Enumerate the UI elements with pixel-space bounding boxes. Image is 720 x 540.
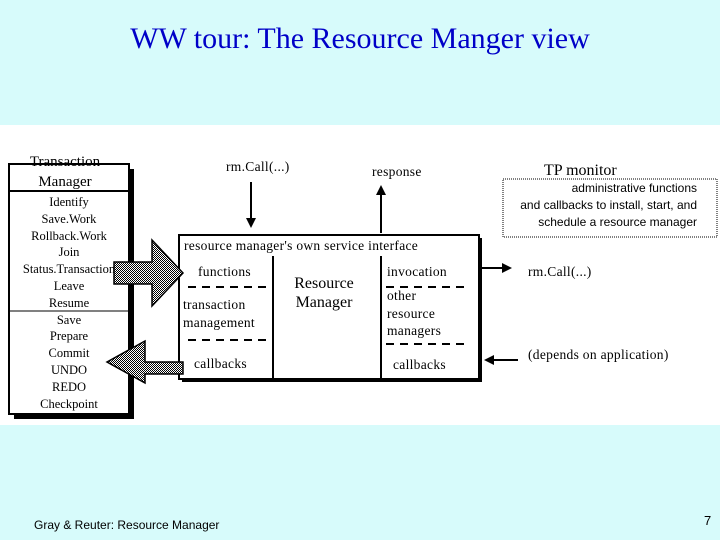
tm-to-rm-arrow — [113, 238, 185, 308]
tm-function-item: Status.Transaction — [22, 262, 116, 277]
tm-function-item: Prepare — [49, 329, 89, 344]
tm-function-item: Save.Work — [41, 211, 97, 226]
tm-title-line2: Manager — [38, 174, 92, 190]
rm-other-line2: resource — [387, 305, 436, 321]
rm-call-right-label: rm.Call(...) — [528, 264, 592, 279]
tm-function-item: REDO — [51, 379, 87, 394]
admin-line3: schedule a resource manager — [538, 215, 697, 229]
admin-line1: administrative functions — [571, 181, 697, 195]
tp-monitor-admin-box — [502, 178, 718, 238]
response-label: response — [372, 164, 422, 179]
rm-name-line2: Manager — [295, 294, 353, 311]
footer: Gray & Reuter: Resource Manager — [34, 518, 220, 532]
tp-monitor-admin-text: administrative functions and callbacks t… — [505, 180, 697, 231]
rm-other-line3: managers — [387, 323, 442, 338]
tm-function-item: UNDO — [50, 362, 88, 377]
tm-title-line1: Transaction — [29, 154, 101, 170]
tm-function-item: Rollback.Work — [31, 228, 107, 243]
rm-name: Resource Manager — [278, 274, 370, 312]
rm-other-managers-label: other resource managers — [387, 287, 441, 340]
rm-callbacks-left-label: callbacks — [194, 356, 247, 371]
tm-title: Transaction Manager — [9, 152, 121, 192]
rm-interface-label: resource manager's own service interface — [184, 238, 419, 253]
rm-functions-label: functions — [198, 264, 251, 279]
rm-tm-line1: transaction — [183, 297, 246, 312]
slide-title: WW tour: The Resource Manger view — [130, 22, 590, 55]
resource-manager-box — [178, 234, 480, 380]
rm-name-line1: Resource — [294, 275, 354, 292]
rm-tm-line2: management — [183, 315, 255, 330]
tm-function-item: Join — [58, 245, 80, 260]
tm-function-item: Leave — [53, 278, 85, 293]
transaction-manager-box — [8, 163, 130, 415]
tm-function-item: Commit — [48, 346, 90, 361]
tm-function-item: Checkpoint — [40, 396, 98, 411]
rm-call-top-label: rm.Call(...) — [226, 159, 290, 174]
tm-function-item: Resume — [48, 295, 90, 310]
rm-callbacks-right-label: callbacks — [393, 357, 446, 372]
depends-label: (depends on application) — [528, 347, 669, 362]
rm-transaction-management-label: transaction management — [183, 296, 255, 332]
admin-line2: and callbacks to install, start, and — [520, 198, 697, 212]
page-number: 7 — [704, 513, 712, 528]
tm-function-item: Save — [56, 312, 82, 327]
tm-function-item: Identify — [49, 195, 89, 209]
tp-monitor-title: TP monitor — [544, 162, 617, 179]
rm-invocation-label: invocation — [387, 264, 447, 279]
rm-to-tm-arrow — [105, 339, 184, 385]
rm-other-line1: other — [387, 288, 417, 303]
